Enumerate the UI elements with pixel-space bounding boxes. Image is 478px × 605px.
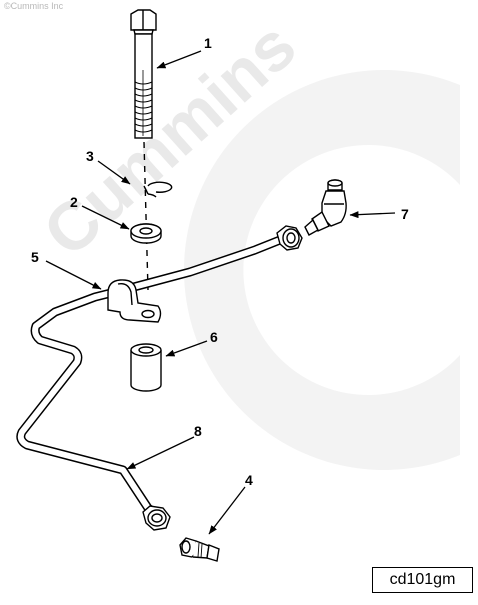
spacer [130, 343, 162, 392]
tube-nut-lower [142, 505, 171, 531]
flat-washer [130, 223, 162, 244]
tube-nut-upper [276, 225, 303, 251]
drawing-code-label: cd101gm [372, 567, 473, 593]
callout-5: 5 [31, 249, 39, 265]
elbow-fitting [304, 179, 347, 236]
connector-fitting [179, 537, 220, 562]
assembly-axis [143, 141, 149, 291]
callout-8: 8 [194, 423, 202, 439]
fuel-tube [16, 231, 295, 520]
callout-leaders [45, 50, 396, 535]
bolt [130, 9, 157, 139]
lock-washer [143, 181, 173, 198]
callout-2: 2 [70, 194, 78, 210]
copyright-notice: ©Cummins Inc [4, 1, 64, 11]
callout-3: 3 [86, 148, 94, 164]
watermark-logo: Cummins [29, 7, 461, 470]
callout-4: 4 [245, 472, 253, 488]
callout-1: 1 [204, 35, 212, 51]
callout-6: 6 [210, 329, 218, 345]
callout-7: 7 [401, 206, 409, 222]
p-clamp [107, 279, 162, 323]
